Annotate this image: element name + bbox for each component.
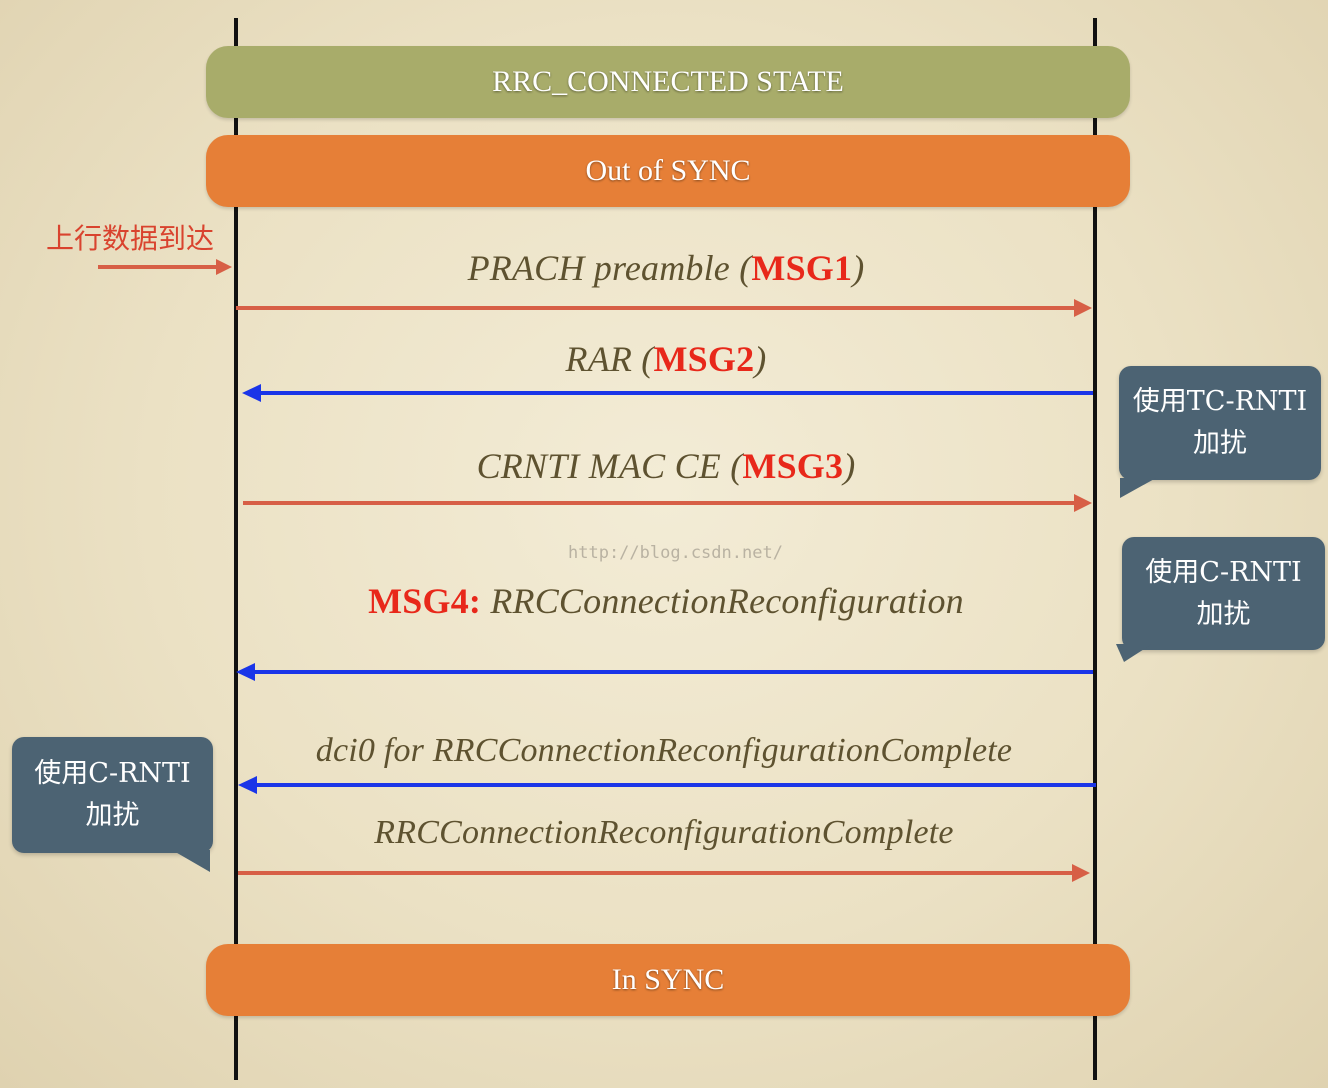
- msg3-tag: MSG3: [742, 446, 844, 486]
- c-rnti-left-callout: 使用C-RNTI 加扰: [12, 737, 213, 853]
- msg1-label: PRACH preamble (MSG1): [467, 248, 865, 288]
- msg3-arrow: [243, 494, 1092, 512]
- tc-rnti-callout-tail: [1120, 478, 1156, 498]
- msg3-label: CRNTI MAC CE (MSG3): [476, 446, 856, 486]
- in-sync-band: In SYNC: [206, 944, 1130, 1016]
- c-rnti-right-callout-tail: [1116, 644, 1152, 662]
- c-rnti-left-callout-tail: [172, 850, 210, 872]
- reconfiguration-complete-arrow: [238, 864, 1090, 882]
- msg4-tag: MSG4:: [368, 581, 482, 621]
- dci0-label: dci0 for RRCConnectionReconfigurationCom…: [315, 732, 1013, 769]
- msg4-label: MSG4: RRCConnectionReconfiguration: [368, 581, 964, 621]
- msg1-tag: MSG1: [751, 248, 853, 288]
- tc-rnti-callout: 使用TC-RNTI 加扰: [1119, 366, 1321, 480]
- msg2-tag: MSG2: [653, 339, 755, 379]
- uplink-arrival-arrow: [98, 259, 232, 275]
- msg1-arrow: [236, 299, 1092, 317]
- out-of-sync-band: Out of SYNC: [206, 135, 1130, 207]
- enb-lifeline: [1093, 18, 1097, 1080]
- rrc-connected-state-label: RRC_CONNECTED STATE: [492, 65, 844, 98]
- c-rnti-right-callout: 使用C-RNTI 加扰: [1122, 537, 1325, 650]
- reconfiguration-complete-label: RRCConnectionReconfigurationComplete: [374, 814, 954, 851]
- rrc-connected-state-band: RRC_CONNECTED STATE: [206, 46, 1130, 118]
- ue-lifeline: [234, 18, 238, 1080]
- msg2-arrow: [242, 384, 1093, 402]
- in-sync-label: In SYNC: [611, 963, 725, 996]
- msg4-arrow: [236, 663, 1093, 681]
- watermark: http://blog.csdn.net/: [568, 543, 783, 563]
- out-of-sync-label: Out of SYNC: [585, 154, 751, 187]
- uplink-data-arrival-label: 上行数据到达: [46, 222, 215, 255]
- dci0-arrow: [238, 776, 1096, 794]
- msg2-label: RAR (MSG2): [565, 339, 767, 379]
